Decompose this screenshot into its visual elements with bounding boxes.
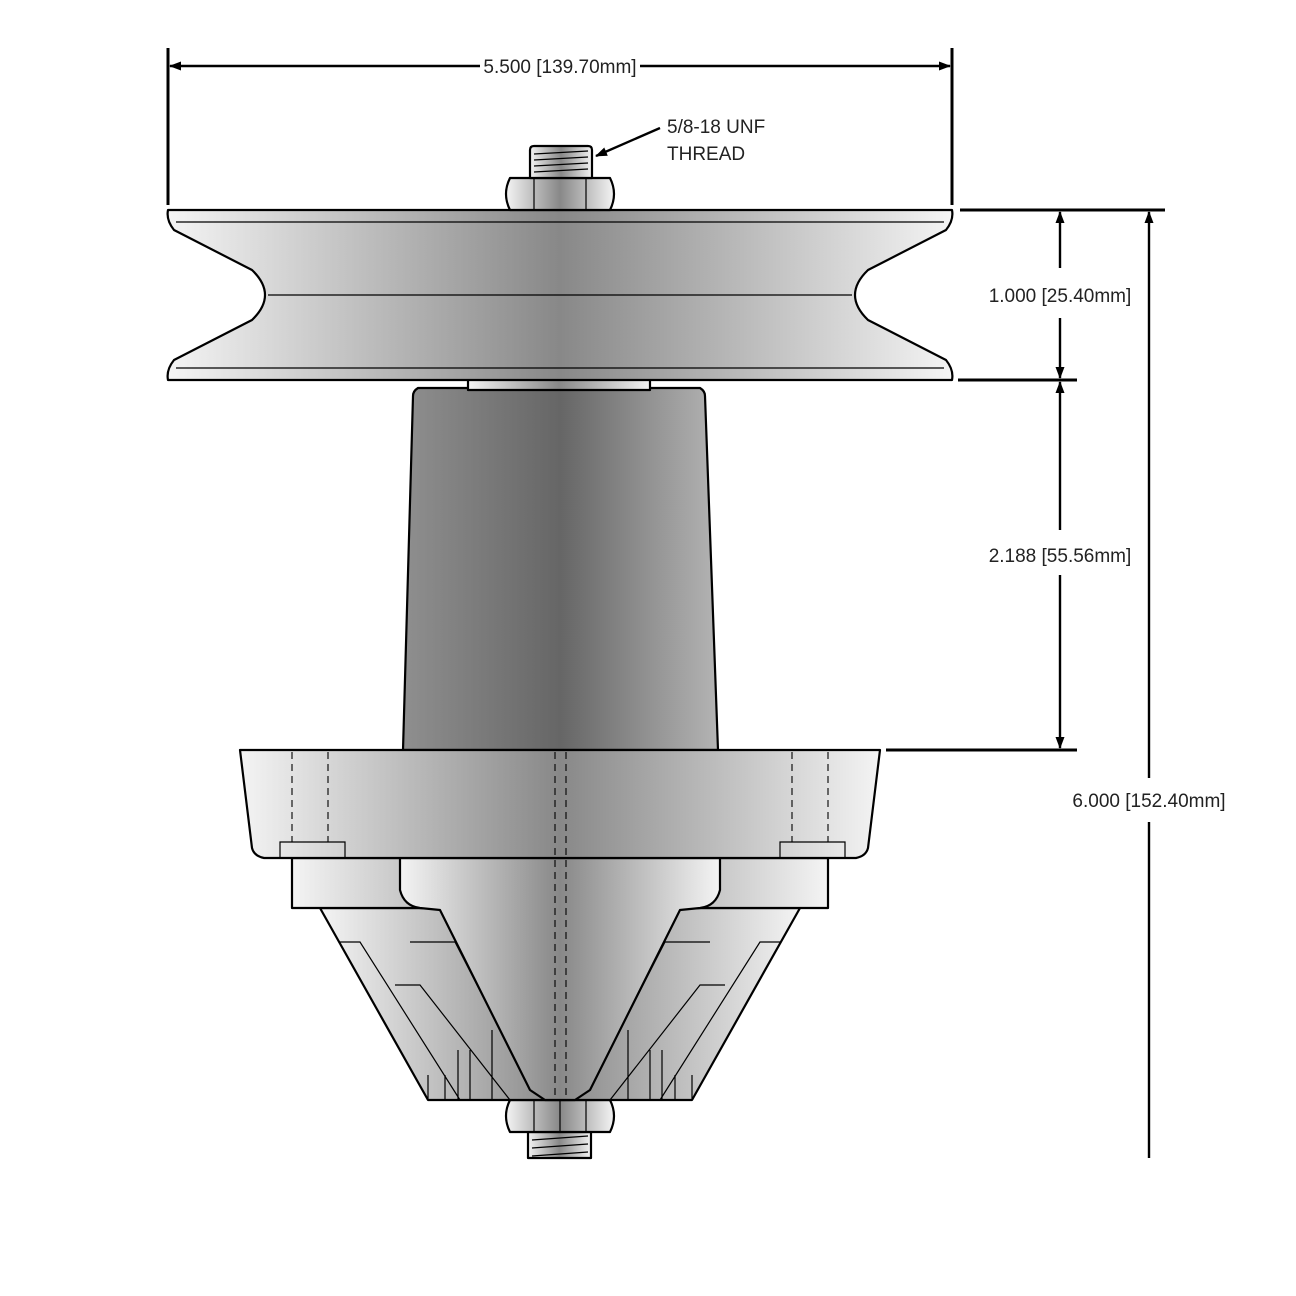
thread-note-line1: 5/8-18 UNF — [667, 117, 765, 138]
pulley-height-label: 1.000 [25.40mm] — [989, 286, 1132, 307]
housing-height-dimension: 2.188 [55.56mm] — [989, 381, 1132, 749]
bearing-housing — [401, 386, 720, 752]
thread-callout: 5/8-18 UNF THREAD — [595, 117, 765, 165]
top-nut — [504, 176, 616, 212]
width-dimension-label: 5.500 [139.70mm] — [483, 57, 636, 78]
pulley-height-dimension: 1.000 [25.40mm] — [989, 211, 1132, 379]
top-threaded-stud — [528, 144, 594, 180]
bottom-stud — [526, 1130, 593, 1160]
hidden-shaft-lines — [554, 752, 567, 1095]
shaft-boss — [398, 856, 722, 1102]
height-extension-lines — [886, 208, 1165, 752]
v-pulley — [166, 208, 954, 382]
overall-height-dimension: 6.000 [152.40mm] — [1072, 211, 1226, 1158]
mounting-flange — [238, 748, 882, 860]
overall-height-label: 6.000 [152.40mm] — [1072, 791, 1225, 812]
width-dimension: 5.500 [139.70mm] — [166, 48, 954, 205]
thread-note-line2: THREAD — [667, 144, 745, 165]
bottom-nut — [504, 1098, 616, 1134]
housing-height-label: 2.188 [55.56mm] — [989, 546, 1132, 567]
